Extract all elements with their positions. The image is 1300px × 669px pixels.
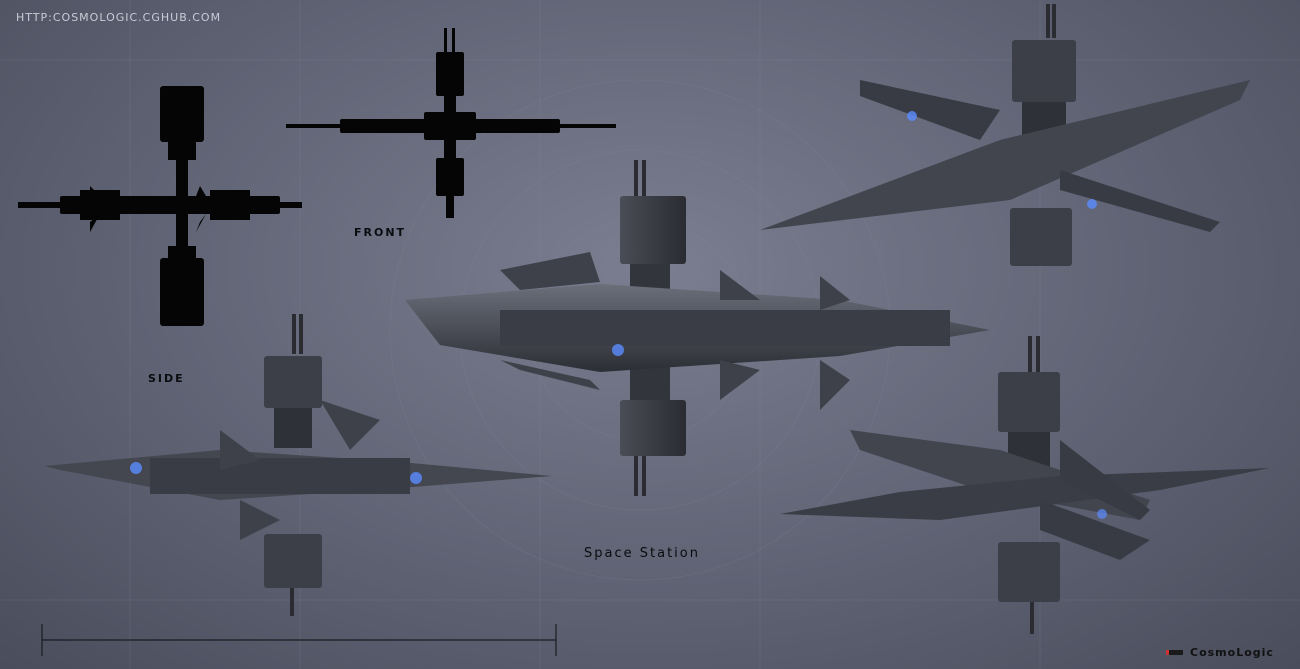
scale-bar	[41, 624, 557, 656]
brand-name: CosmoLogic	[1190, 646, 1274, 659]
front-label: FRONT	[354, 226, 407, 239]
brand-logo-mark	[1166, 650, 1183, 655]
title-label: Space Station	[584, 546, 700, 561]
side-label: SIDE	[148, 372, 185, 385]
watermark-url: HTTP:COSMOLOGIC.CGHUB.COM	[16, 11, 222, 24]
